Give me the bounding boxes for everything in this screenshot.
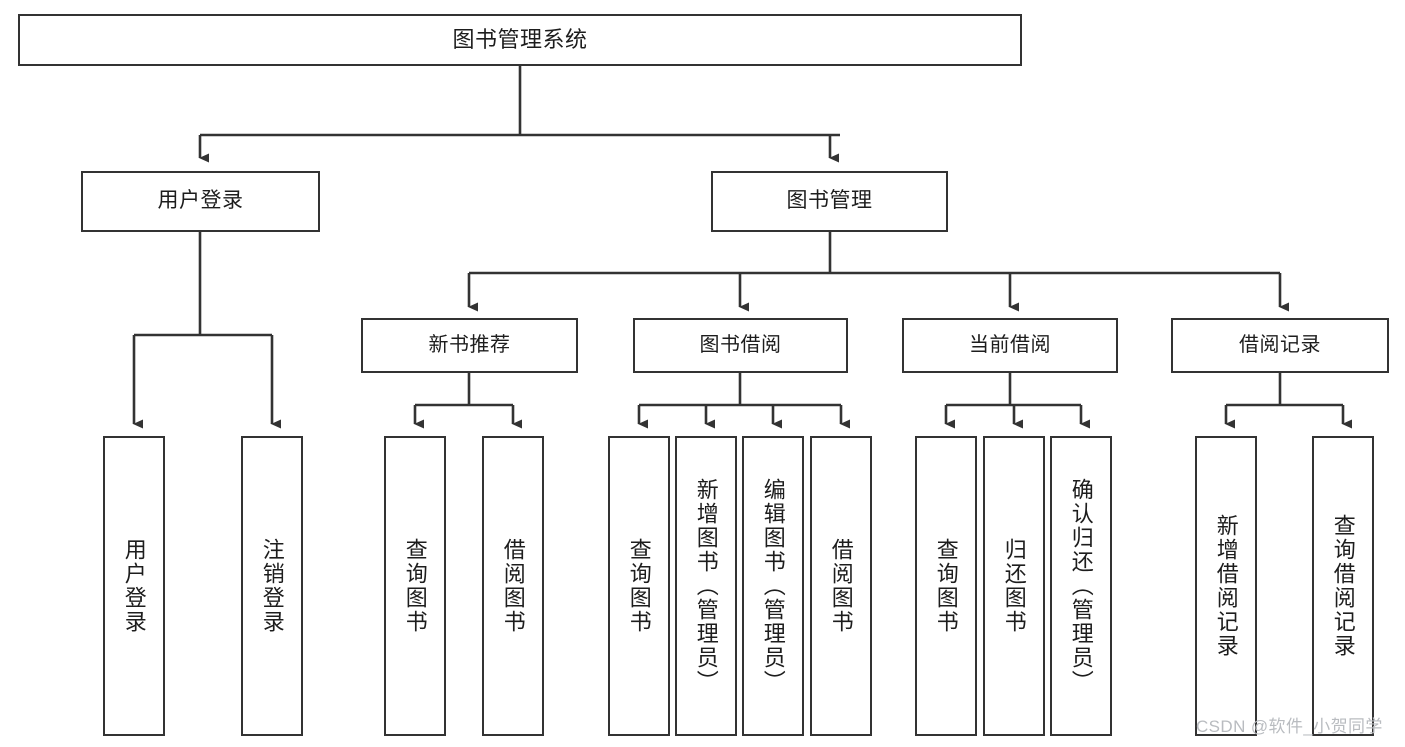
leaf-query-borrow-record[interactable]: 查询借阅记录	[1312, 436, 1374, 736]
leaf-query-book-recommend[interactable]: 查询图书	[384, 436, 446, 736]
node-book-borrow[interactable]: 图书借阅	[633, 318, 848, 373]
node-label: 借阅记录	[1239, 333, 1321, 356]
leaf-confirm-return-admin[interactable]: 确认归还（管理员）	[1050, 436, 1112, 736]
leaf-query-book-borrow[interactable]: 查询图书	[608, 436, 670, 736]
node-label: 用户登录	[157, 189, 244, 213]
node-label: 归还图书	[1001, 538, 1027, 634]
node-root-book-management-system[interactable]: 图书管理系统	[18, 14, 1022, 66]
node-label: 编辑图书（管理员）	[760, 478, 786, 694]
leaf-borrow-book-recommend[interactable]: 借阅图书	[482, 436, 544, 736]
node-label: 借阅图书	[500, 538, 526, 634]
leaf-logout[interactable]: 注销登录	[241, 436, 303, 736]
leaf-edit-book-admin[interactable]: 编辑图书（管理员）	[742, 436, 804, 736]
node-label: 当前借阅	[969, 333, 1051, 356]
node-label: 新增借阅记录	[1213, 514, 1239, 658]
node-label: 查询图书	[402, 538, 428, 634]
node-label: 图书借阅	[699, 333, 782, 356]
node-borrow-record[interactable]: 借阅记录	[1171, 318, 1389, 373]
leaf-user-login[interactable]: 用户登录	[103, 436, 165, 736]
node-label: 图书管理系统	[452, 27, 588, 53]
node-label: 查询图书	[626, 538, 652, 634]
leaf-add-book-admin[interactable]: 新增图书（管理员）	[675, 436, 737, 736]
node-label: 用户登录	[121, 538, 147, 634]
node-label: 确认归还（管理员）	[1068, 478, 1094, 694]
leaf-add-borrow-record[interactable]: 新增借阅记录	[1195, 436, 1257, 736]
node-book-management[interactable]: 图书管理	[711, 171, 948, 232]
csdn-watermark: CSDN @软件_小贺同学	[1196, 717, 1383, 736]
node-user-login[interactable]: 用户登录	[81, 171, 320, 232]
node-current-borrow[interactable]: 当前借阅	[902, 318, 1118, 373]
node-label: 图书管理	[786, 189, 873, 213]
node-label: 新书推荐	[428, 333, 511, 356]
node-label: 注销登录	[259, 538, 285, 634]
leaf-borrow-book[interactable]: 借阅图书	[810, 436, 872, 736]
node-label: 新增图书（管理员）	[693, 478, 719, 694]
leaf-return-book[interactable]: 归还图书	[983, 436, 1045, 736]
node-label: 查询借阅记录	[1330, 514, 1356, 658]
node-label: 查询图书	[933, 538, 959, 634]
node-label: 借阅图书	[828, 538, 854, 634]
leaf-query-book-current[interactable]: 查询图书	[915, 436, 977, 736]
node-new-book-recommend[interactable]: 新书推荐	[361, 318, 578, 373]
